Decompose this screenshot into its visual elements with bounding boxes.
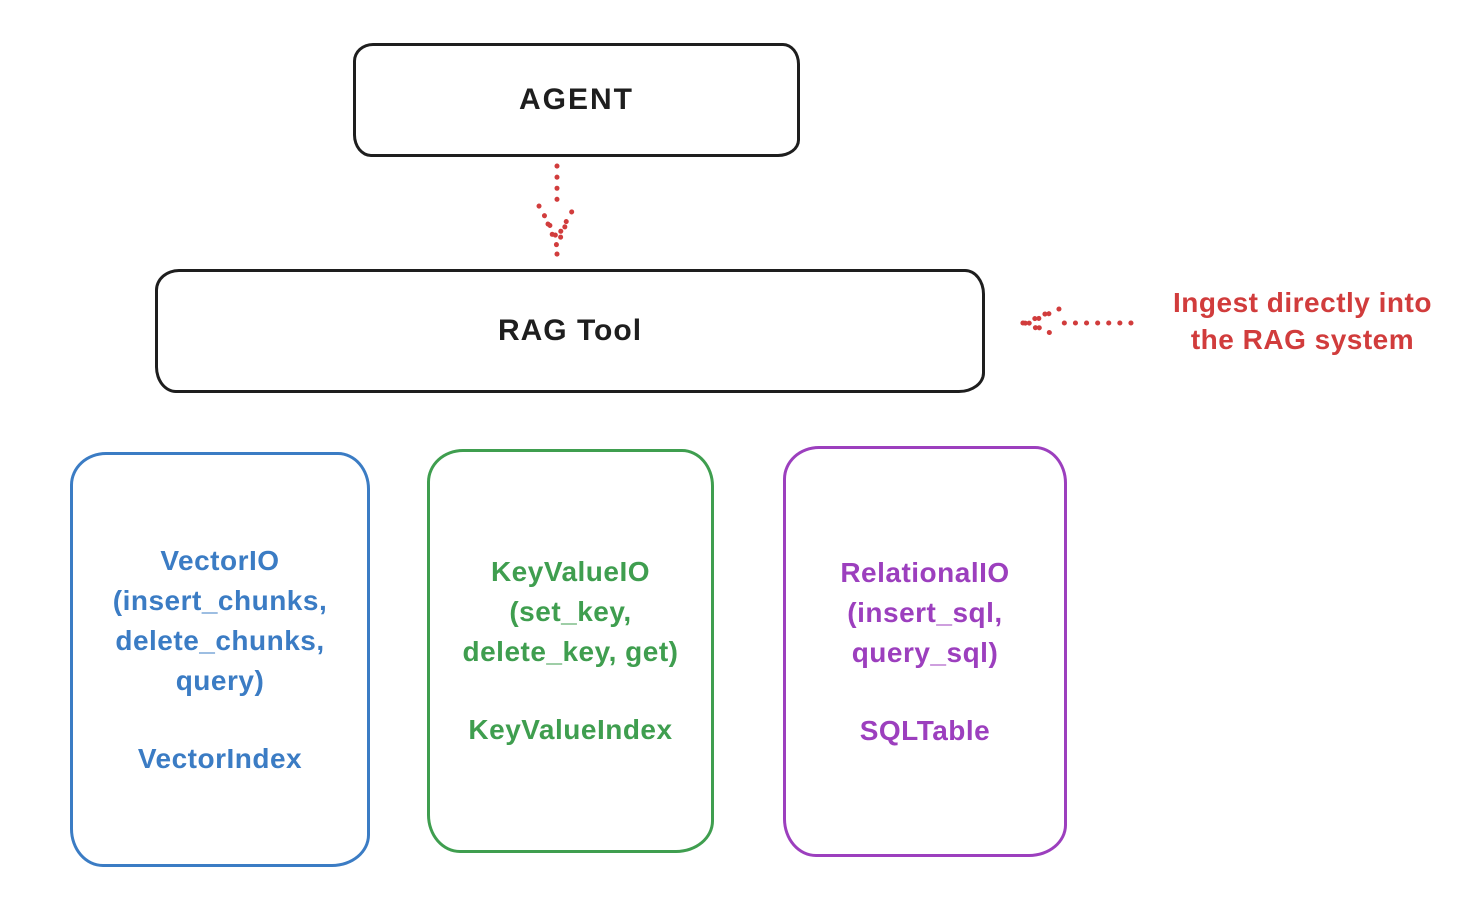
rag-tool-label: RAG Tool — [497, 314, 643, 347]
sql-table-label: SQLTable — [859, 714, 991, 746]
relational-io-method-line: (insert_sql, — [847, 596, 1003, 628]
keyvalue-index-label: KeyValueIndex — [468, 714, 673, 745]
ingest-annotation-line2: the RAG system — [1190, 324, 1415, 355]
keyvalue-io-method-line: delete_key, get) — [462, 636, 679, 667]
ingest-annotation: Ingest directly into the RAG system — [1130, 284, 1475, 358]
keyvalue-io-method-line: (set_key, — [509, 596, 632, 627]
vector-io-method-line: query) — [175, 664, 265, 696]
relational-io-box: RelationalIO (insert_sql, query_sql) SQL… — [783, 446, 1067, 857]
relational-io-title: RelationalIO — [840, 556, 1010, 588]
keyvalue-io-title: KeyValueIO — [490, 556, 651, 587]
agent-to-ragtool-arrow-icon — [536, 163, 578, 257]
vector-index-label: VectorIndex — [137, 742, 303, 774]
keyvalue-io-box: KeyValueIO (set_key, delete_key, get) Ke… — [427, 449, 714, 853]
vector-io-title: VectorIO — [160, 544, 280, 576]
vector-io-method-line: (insert_chunks, — [112, 584, 328, 616]
rag-tool-box: RAG Tool — [155, 269, 985, 393]
vector-io-method-line: delete_chunks, — [115, 624, 325, 656]
relational-io-method-line: query_sql) — [851, 636, 999, 668]
vector-io-box: VectorIO (insert_chunks, delete_chunks, … — [70, 452, 370, 867]
ingest-annotation-line1: Ingest directly into — [1173, 287, 1432, 318]
agent-label: AGENT — [519, 83, 634, 116]
ingest-arrow-icon — [1020, 306, 1134, 340]
agent-box: AGENT — [353, 43, 800, 157]
